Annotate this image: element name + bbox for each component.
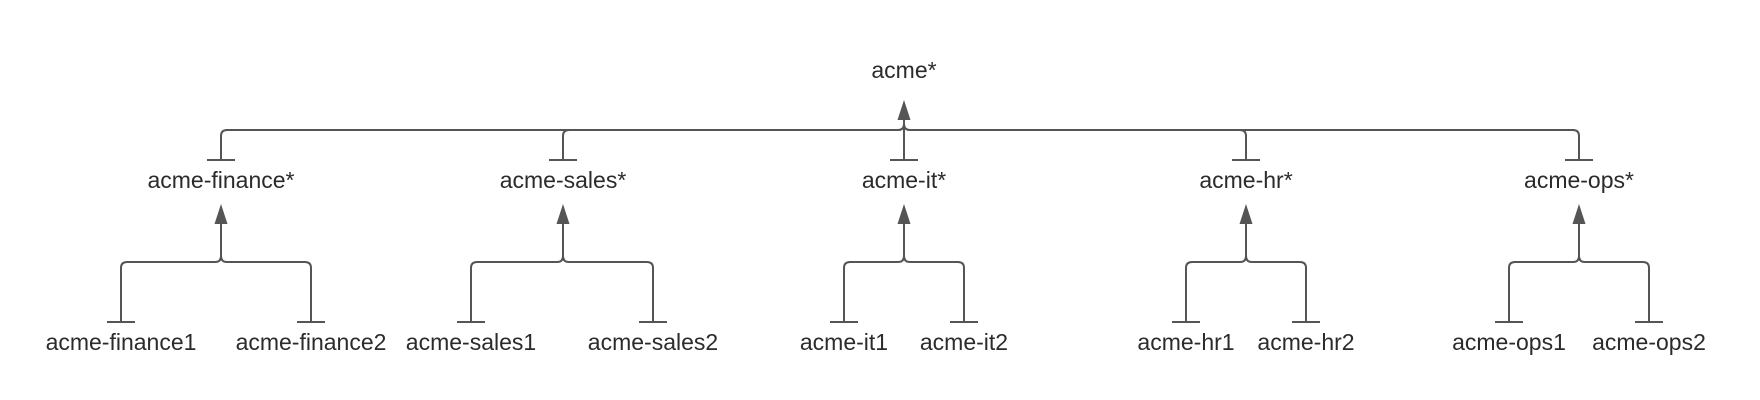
labels-layer: acme* acme-finance* acme-finance1 acme-fin…	[46, 57, 1706, 355]
edge-group-2-child-2	[562, 214, 654, 322]
edge-root-to-2	[562, 110, 905, 160]
edge-group-4-child-2	[1245, 214, 1307, 322]
edge-group-4-child-1	[1185, 214, 1247, 322]
edge-group-3-child-2	[903, 214, 965, 322]
node-child-1-1: acme-finance1	[46, 329, 197, 355]
node-child-2-2: acme-sales2	[588, 329, 718, 355]
arrowhead-group-4	[1239, 204, 1253, 224]
arrowhead-group-5	[1572, 204, 1586, 224]
arrowhead-root	[897, 100, 911, 120]
edge-group-1-child-2	[220, 214, 312, 322]
node-group-2: acme-sales*	[500, 167, 627, 193]
arrowhead-group-1	[214, 204, 228, 224]
node-group-1: acme-finance*	[147, 167, 294, 193]
node-group-5: acme-ops*	[1524, 167, 1634, 193]
node-child-3-1: acme-it1	[800, 329, 888, 355]
node-child-4-1: acme-hr1	[1137, 329, 1234, 355]
node-child-4-2: acme-hr2	[1257, 329, 1354, 355]
node-child-2-1: acme-sales1	[406, 329, 536, 355]
edge-root-to-5	[903, 110, 1580, 160]
edge-group-1-child-1	[120, 214, 222, 322]
arrowhead-group-2	[556, 204, 570, 224]
node-root: acme*	[871, 57, 936, 83]
node-group-4: acme-hr*	[1199, 167, 1292, 193]
edge-root-to-4	[903, 110, 1247, 160]
arrowhead-group-3	[897, 204, 911, 224]
edge-group-2-child-1	[470, 214, 564, 322]
node-child-5-1: acme-ops1	[1452, 329, 1566, 355]
edge-group-3-child-1	[843, 214, 905, 322]
edge-group-5-child-2	[1578, 214, 1650, 322]
node-group-3: acme-it*	[862, 167, 946, 193]
node-child-3-2: acme-it2	[920, 329, 1008, 355]
edge-group-5-child-1	[1508, 214, 1580, 322]
node-child-1-2: acme-finance2	[236, 329, 387, 355]
node-child-5-2: acme-ops2	[1592, 329, 1706, 355]
edges-layer	[107, 100, 1663, 323]
